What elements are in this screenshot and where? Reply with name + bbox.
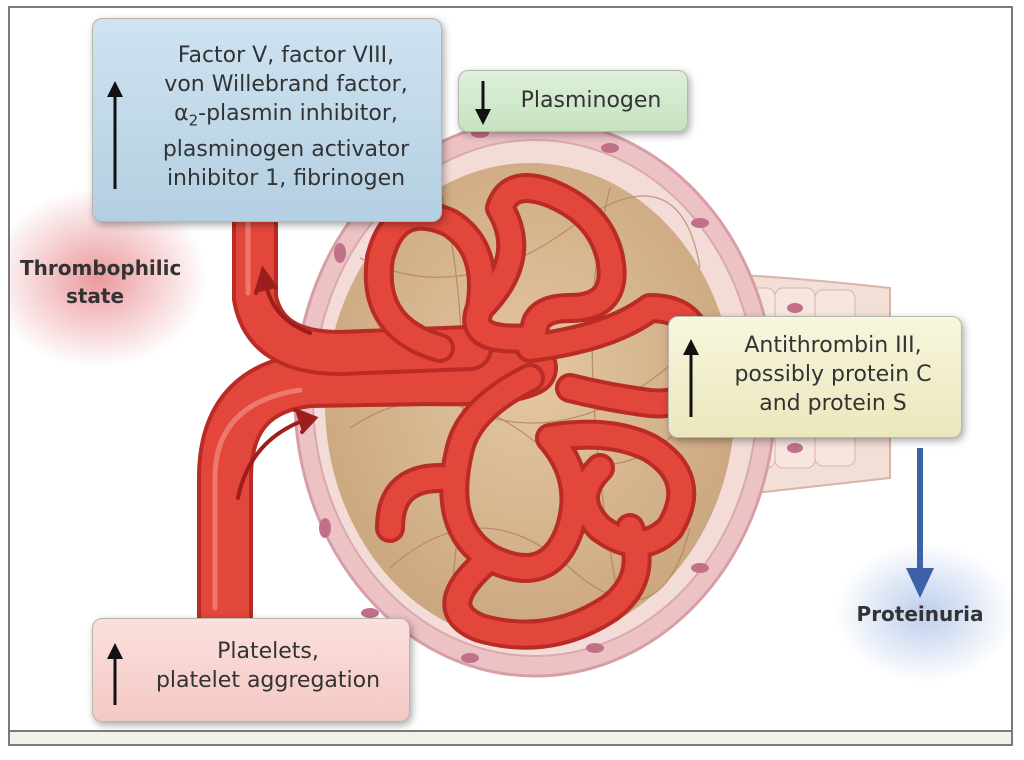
plasminogen-text: Plasminogen	[520, 88, 662, 113]
up-arrow-icon	[107, 81, 123, 189]
afferent-flow-arrow	[236, 416, 312, 500]
procoagulant-factors-box: Factor V, factor VIII, von Willebrand fa…	[92, 18, 442, 222]
thrombophilic-state-label: Thrombophilic state	[20, 254, 182, 310]
up-arrow-icon	[107, 643, 123, 705]
proteinuria-label: Proteinuria	[856, 602, 984, 626]
thrombophilic-line-2: state	[65, 284, 125, 308]
footer-strip	[10, 730, 1011, 744]
plasminogen-box: Plasminogen	[458, 70, 688, 132]
alpha-subscript: 2	[188, 111, 199, 130]
factors-line-2: von Willebrand factor,	[164, 72, 408, 97]
platelets-box: Platelets, platelet aggregation	[92, 618, 410, 722]
platelets-text: Platelets, platelet aggregation	[133, 637, 403, 695]
anticoagulant-proteins-box: Antithrombin III, possibly protein C and…	[668, 316, 962, 438]
antithrombin-line-3: and protein S	[759, 391, 907, 416]
antithrombin-line-2: possibly protein C	[734, 362, 932, 387]
factors-line-5: inhibitor 1, fibrinogen	[166, 166, 406, 192]
thrombophilic-glow	[10, 188, 208, 368]
plasmin-inhibitor-text: -plasmin inhibitor,	[198, 101, 398, 126]
up-arrow-icon	[683, 339, 699, 417]
platelets-line-2: platelet aggregation	[155, 668, 381, 693]
figure-frame: Factor V, factor VIII, von Willebrand fa…	[8, 6, 1013, 746]
antithrombin-line-1: Antithrombin III,	[744, 333, 922, 358]
thrombophilic-line-1: Thrombophilic	[20, 256, 182, 280]
platelets-line-1: Platelets,	[217, 639, 319, 664]
down-arrow-icon	[475, 81, 491, 125]
proteinuria-glow	[835, 543, 1011, 683]
alpha-symbol: α	[174, 101, 189, 126]
procoagulant-factors-text: Factor V, factor VIII, von Willebrand fa…	[137, 41, 435, 193]
anticoagulant-proteins-text: Antithrombin III, possibly protein C and…	[711, 331, 955, 418]
factors-line-3: α2-plasmin inhibitor,	[137, 99, 435, 135]
flow-arrows	[236, 265, 319, 500]
factors-line-1: Factor V, factor VIII,	[177, 43, 395, 68]
proteinuria-arrow	[906, 448, 934, 598]
factors-line-4: plasminogen activator	[162, 137, 410, 163]
